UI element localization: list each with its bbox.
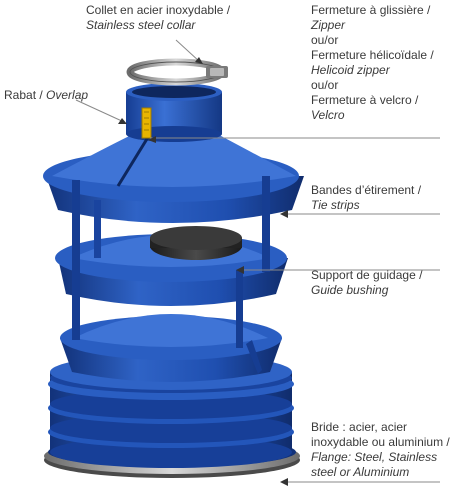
label-flange: Bride : acier, acier inoxydable ou alumi… (311, 420, 450, 480)
tie-strips (72, 176, 270, 374)
label-flange-line4: steel or Aluminium (311, 465, 410, 479)
bellows-cone-3 (60, 314, 282, 382)
stainless-collar (126, 58, 228, 86)
top-sleeve (126, 83, 222, 142)
label-collar: Collet en acier inoxydable / Stainless s… (86, 3, 230, 33)
label-flange-line2: inoxydable ou aluminium / (311, 435, 450, 449)
label-guide-bushing: Support de guidage / Guide bushing (311, 268, 422, 298)
label-helicoid-fr: Fermeture hélicoïdale / (311, 48, 434, 62)
label-tie-strips: Bandes d’étirement / Tie strips (311, 183, 421, 213)
label-tie-strips-en: Tie strips (311, 198, 360, 212)
label-overlap: Rabat / Overlap (4, 88, 88, 103)
bellows-cone-1 (43, 128, 304, 223)
bellows-cone-2 (55, 226, 288, 306)
label-overlap-fr: Rabat / (4, 88, 43, 102)
label-or-2: ou/or (311, 78, 339, 92)
label-flange-line3: Flange: Steel, Stainless (311, 450, 438, 464)
label-collar-en: Stainless steel collar (86, 18, 196, 32)
zipper (116, 107, 152, 187)
leader-arrowheads (118, 57, 288, 486)
label-tie-strips-fr: Bandes d’étirement / (311, 183, 422, 197)
label-collar-fr: Collet en acier inoxydable / (86, 3, 231, 17)
label-zipper-fr: Fermeture à glissière / (311, 3, 431, 17)
label-guide-bushing-en: Guide bushing (311, 283, 389, 297)
label-velcro-fr: Fermeture à velcro / (311, 93, 419, 107)
label-zipper-en: Zipper (311, 18, 346, 32)
label-guide-bushing-fr: Support de guidage / (311, 268, 423, 282)
label-helicoid-en: Helicoid zipper (311, 63, 390, 77)
label-velcro-en: Velcro (311, 108, 345, 122)
label-closures: Fermeture à glissière / Zipper ou/or Fer… (311, 3, 434, 123)
label-flange-line1: Bride : acier, acier (311, 420, 408, 434)
label-or-1: ou/or (311, 33, 339, 47)
lower-bellows (48, 354, 294, 468)
label-overlap-en: Overlap (46, 88, 89, 102)
leader-lines (75, 39, 440, 483)
